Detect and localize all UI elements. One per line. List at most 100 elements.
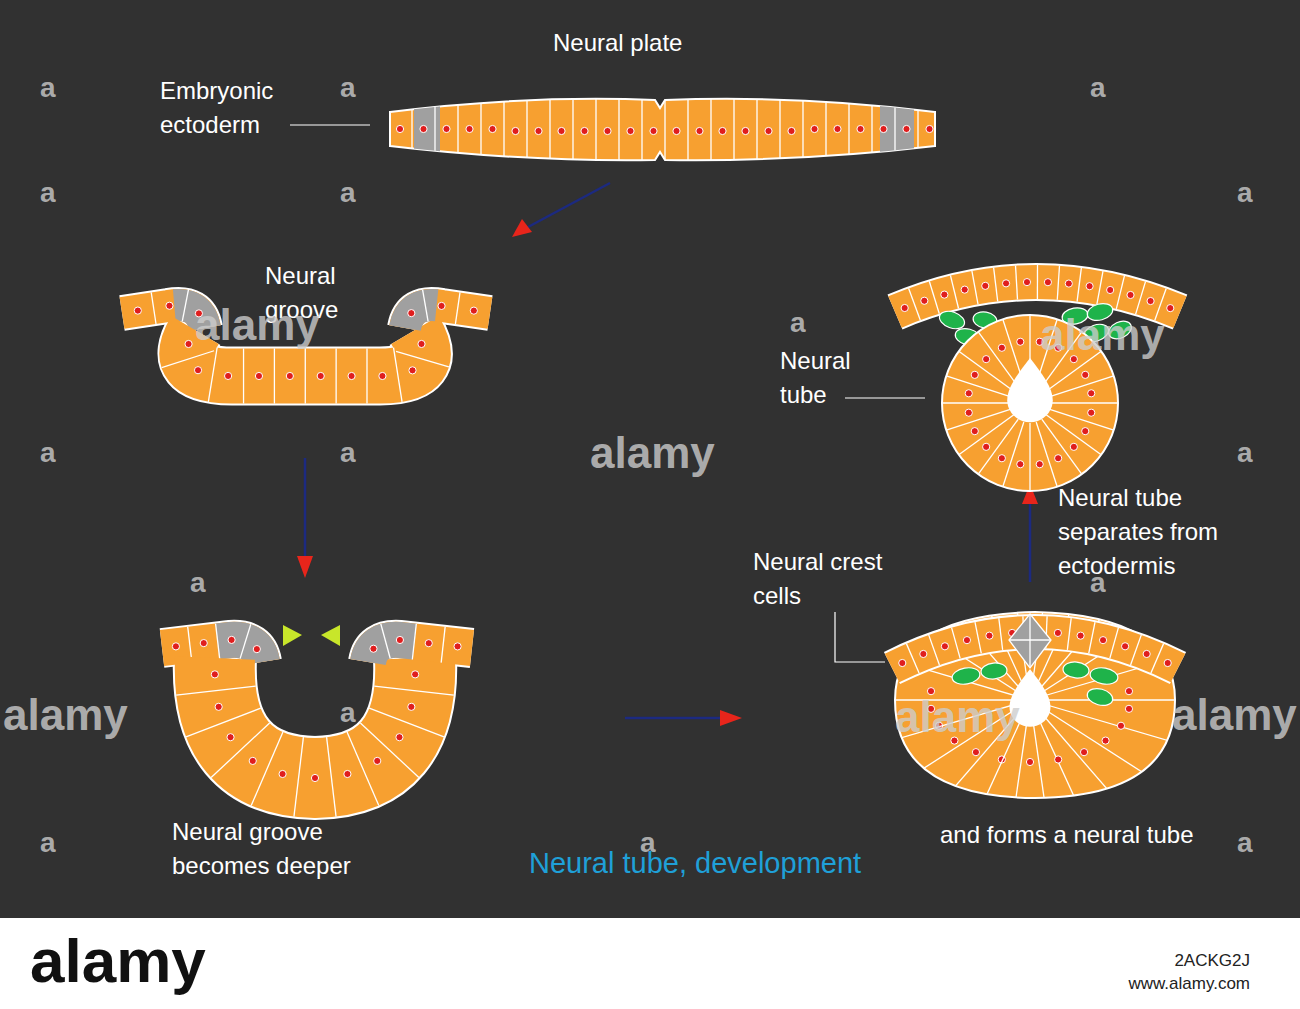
cell-nucleus: [317, 372, 324, 379]
cell-nucleus: [742, 127, 749, 134]
watermark: a: [190, 567, 206, 599]
cell-wall: [503, 90, 504, 170]
cell-wall: [374, 686, 453, 695]
cell-wall: [1030, 482, 1061, 700]
cell-nucleus: [880, 125, 887, 132]
cell-nucleus: [941, 291, 948, 298]
cell-wall: [369, 708, 444, 737]
cell-band: [215, 658, 415, 778]
cell-nucleus: [811, 125, 818, 132]
cell-nucleus: [420, 125, 427, 132]
cell-wall: [347, 732, 379, 805]
cell-nucleus: [961, 286, 968, 293]
neural-crest-cell: [1089, 666, 1119, 687]
cell-nucleus: [489, 125, 496, 132]
cell-nucleus: [1055, 756, 1062, 763]
cell-nucleus: [986, 632, 993, 639]
cell-wall: [946, 376, 1011, 397]
cell-nucleus: [255, 372, 262, 379]
cell-wall: [1009, 639, 1051, 640]
watermark: a: [1237, 177, 1253, 209]
cell-wall: [394, 348, 403, 402]
cell-nucleus: [396, 125, 403, 132]
watermark: alamy: [1172, 690, 1297, 740]
watermark: a: [340, 177, 356, 209]
cell-nucleus: [1017, 338, 1024, 345]
cell-nucleus: [311, 774, 318, 781]
cell-nucleus: [374, 757, 381, 764]
cell-wall: [894, 90, 895, 170]
cell-wall: [994, 268, 998, 302]
cell-nucleus: [1002, 280, 1009, 287]
cell-wall: [211, 723, 269, 778]
leader-line: [835, 612, 885, 662]
neural-crest-cell: [1062, 661, 1089, 679]
cell-wall: [1030, 700, 1121, 900]
cell-wall: [1046, 415, 1101, 455]
cell-nucleus: [1082, 428, 1089, 435]
cell-nucleus: [425, 640, 432, 647]
cell-nucleus: [627, 127, 634, 134]
cell-nucleus: [788, 127, 795, 134]
cell-nucleus: [418, 340, 425, 347]
cell-nucleus: [834, 125, 841, 132]
cell-nucleus: [901, 304, 908, 311]
cell-nucleus: [971, 371, 978, 378]
cell-wall: [917, 90, 918, 170]
cell-nucleus: [1055, 455, 1062, 462]
cell-nucleus: [409, 367, 416, 374]
watermark: a: [340, 697, 356, 729]
cell-wall: [381, 624, 390, 659]
cell-wall: [549, 90, 550, 170]
cell-nucleus: [1017, 461, 1024, 468]
cell-wall: [1131, 635, 1142, 665]
watermark: alamy: [590, 428, 715, 478]
cell-wall: [455, 292, 460, 324]
cell-nucleus: [719, 127, 726, 134]
arrow-head: [297, 556, 313, 578]
cell-wall: [946, 409, 1011, 430]
cell-nucleus: [370, 645, 377, 652]
cell-nucleus: [348, 372, 355, 379]
cell-wall: [756, 90, 757, 170]
cell-wall: [327, 737, 336, 816]
cell-wall: [1037, 265, 1038, 299]
watermark: a: [1237, 827, 1253, 859]
cell-band: [368, 640, 472, 662]
cell-nucleus: [965, 390, 972, 397]
cell-nucleus: [982, 282, 989, 289]
band-border: [368, 640, 472, 662]
cell-wall: [274, 349, 275, 404]
grey-cells: [414, 90, 440, 170]
cell-wall: [441, 627, 445, 663]
cell-wall: [1029, 423, 1030, 491]
cell-wall: [208, 348, 217, 402]
cell-wall: [360, 723, 418, 778]
cell-nucleus: [963, 637, 970, 644]
arrow-shaft: [1029, 502, 1032, 582]
cell-wall: [1110, 628, 1119, 659]
neural-crest-cell: [980, 662, 1007, 680]
cell-nucleus: [1117, 722, 1124, 729]
cell-nucleus: [1099, 637, 1106, 644]
cell-nucleus: [903, 125, 910, 132]
cell-wall: [1042, 419, 1082, 474]
watermark: a: [340, 437, 356, 469]
cell-wall: [618, 90, 619, 170]
cell-wall: [1067, 618, 1071, 650]
cell-nucleus: [1036, 461, 1043, 468]
neural-crest-cell: [1085, 686, 1114, 708]
cell-nucleus: [1164, 659, 1171, 666]
cell-nucleus: [1121, 643, 1128, 650]
cell-wall: [972, 271, 978, 304]
cell-nucleus: [1125, 688, 1132, 695]
cell-band: [122, 305, 205, 328]
cell-nucleus: [512, 127, 519, 134]
cell-nucleus: [166, 302, 173, 309]
cell-nucleus: [379, 372, 386, 379]
cell-nucleus: [965, 409, 972, 416]
cell-nucleus: [921, 297, 928, 304]
arrow-head: [512, 219, 532, 237]
cell-wall: [978, 332, 1018, 387]
cell-nucleus: [134, 307, 141, 314]
